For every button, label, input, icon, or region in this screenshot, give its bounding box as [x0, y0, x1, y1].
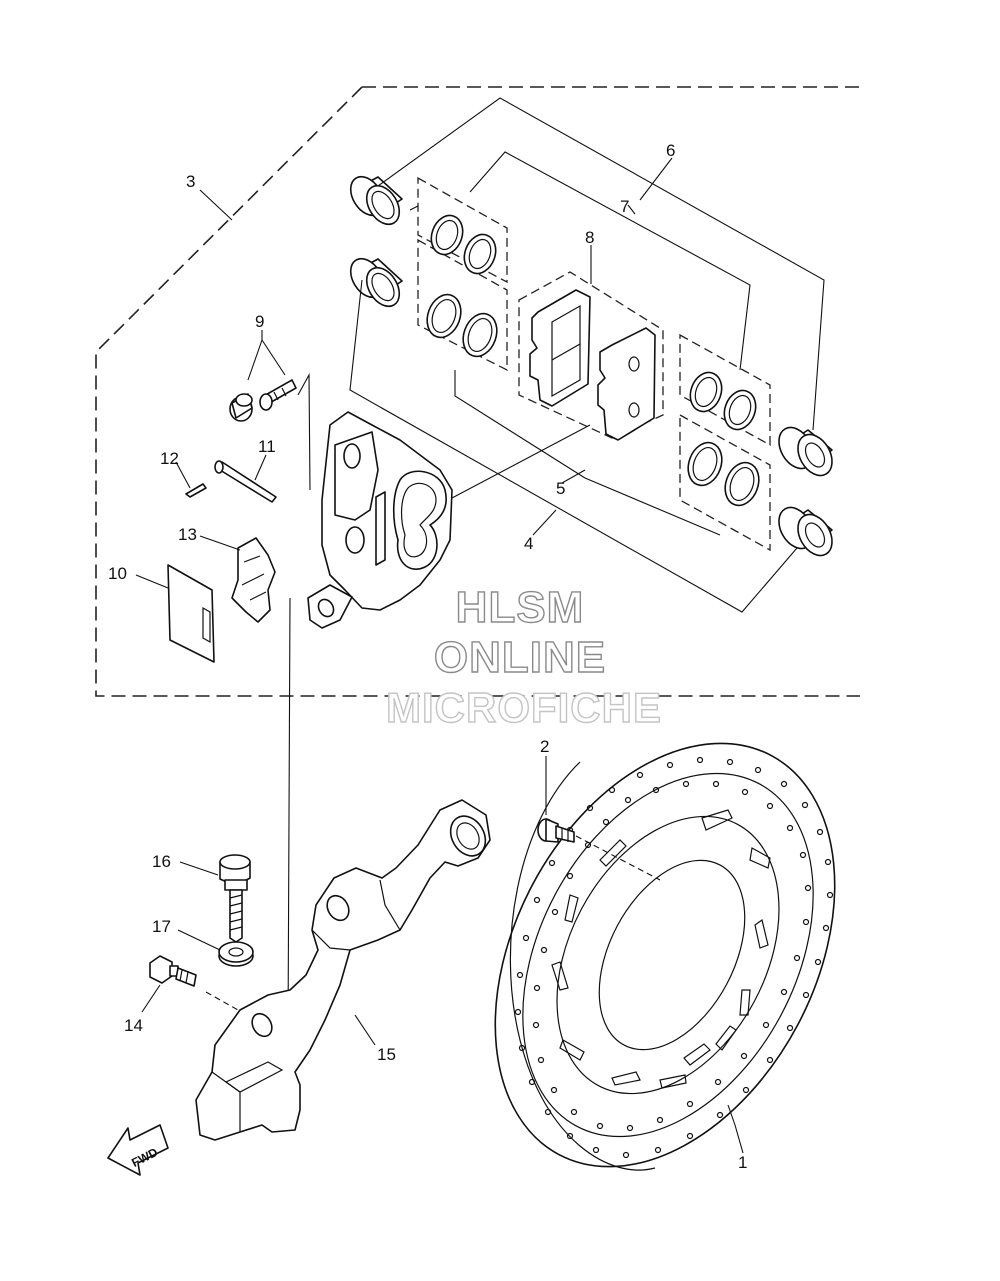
pad-kit-boundary — [518, 271, 664, 439]
fwd-direction-arrow: FWD — [107, 1124, 169, 1176]
watermark: HLSM ONLINE MICROFICHE — [385, 582, 662, 731]
callout-5: 5 — [556, 479, 565, 498]
piston-upper-right — [778, 426, 833, 477]
piston-upper-left — [349, 175, 403, 226]
piston-lower-left — [349, 257, 403, 308]
disc-holes — [514, 756, 834, 1159]
bracket-bolt-14 — [149, 955, 239, 1011]
pad-spring — [231, 537, 276, 623]
disc-slots — [551, 809, 771, 1089]
disc-bolt — [537, 818, 661, 881]
brake-pad-left — [529, 289, 591, 407]
bleed-screw-set — [229, 379, 297, 422]
caliper-bracket — [195, 799, 491, 1141]
bracket-bolt-16 — [219, 854, 251, 943]
watermark-line-2: ONLINE — [434, 633, 606, 682]
pad-pin — [214, 460, 277, 503]
callout-17: 17 — [152, 917, 171, 936]
callout-11: 11 — [258, 437, 276, 456]
pad-clip — [185, 483, 207, 498]
watermark-line-1: HLSM — [456, 583, 585, 632]
washer-17 — [218, 941, 254, 967]
callout-15: 15 — [377, 1045, 396, 1064]
caliper-body — [307, 411, 453, 629]
brake-disc — [494, 742, 836, 1171]
callout-7: 7 — [620, 197, 629, 216]
pad-shim — [167, 564, 215, 663]
callout-2: 2 — [540, 737, 549, 756]
piston-seals — [426, 214, 760, 507]
callout-labels: 1 2 3 4 5 6 7 8 9 10 11 12 13 14 15 16 1… — [108, 141, 747, 1172]
callout-3: 3 — [186, 172, 195, 191]
callout-13: 13 — [178, 525, 197, 544]
caliper-assembly-boundary — [95, 86, 860, 697]
brake-pad-right — [597, 327, 656, 441]
piston-lower-right — [778, 506, 833, 557]
callout-4: 4 — [524, 534, 533, 553]
callout-12: 12 — [160, 449, 179, 468]
seal-kit-boundaries — [417, 176, 771, 552]
callout-6: 6 — [666, 141, 675, 160]
callout-1: 1 — [738, 1153, 747, 1172]
assembly-leader-lines — [287, 97, 825, 1036]
callout-leaders — [135, 157, 744, 1154]
callout-16: 16 — [152, 852, 171, 871]
callout-10: 10 — [108, 564, 127, 583]
callout-14: 14 — [124, 1016, 143, 1035]
callout-8: 8 — [585, 228, 594, 247]
watermark-line-3: MICROFICHE — [386, 684, 662, 731]
callout-9: 9 — [255, 312, 264, 331]
